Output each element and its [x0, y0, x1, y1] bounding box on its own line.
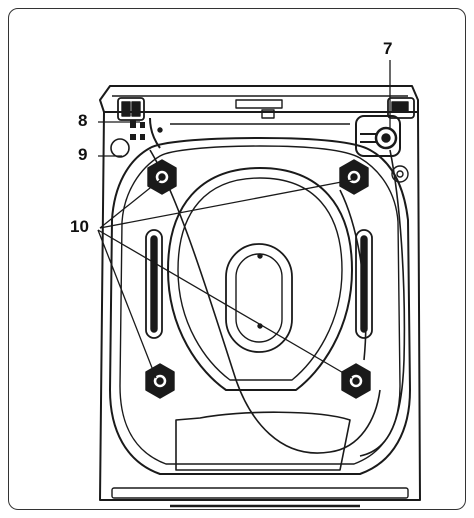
- callout-8: 8: [78, 111, 88, 130]
- leader-10-bottom-right: [97, 229, 353, 379]
- callout-9: 9: [78, 145, 88, 164]
- transport-bolt-top-right: [339, 159, 369, 195]
- callout-7: 7: [383, 39, 393, 58]
- leader-10-bottom-left: [97, 229, 157, 379]
- left-side-details: [110, 117, 163, 158]
- transport-bolt-bottom-left: [145, 363, 175, 399]
- callout-10: 10: [70, 217, 89, 236]
- side-slots: [145, 229, 373, 339]
- water-inlet-valve: [355, 115, 409, 183]
- leader-10-top-left: [99, 179, 161, 229]
- transport-bolt-bottom-right: [341, 363, 371, 399]
- leader-10-top-right: [99, 179, 353, 229]
- top-brackets: [117, 97, 415, 125]
- hoses: [149, 149, 406, 471]
- cabinet-outline: [99, 85, 421, 508]
- figure-border: [8, 8, 466, 510]
- tub-outline: [109, 137, 411, 475]
- transport-bolt-top-left: [147, 159, 177, 195]
- drum-back-shape: [167, 167, 353, 391]
- leader-lines: [97, 60, 391, 379]
